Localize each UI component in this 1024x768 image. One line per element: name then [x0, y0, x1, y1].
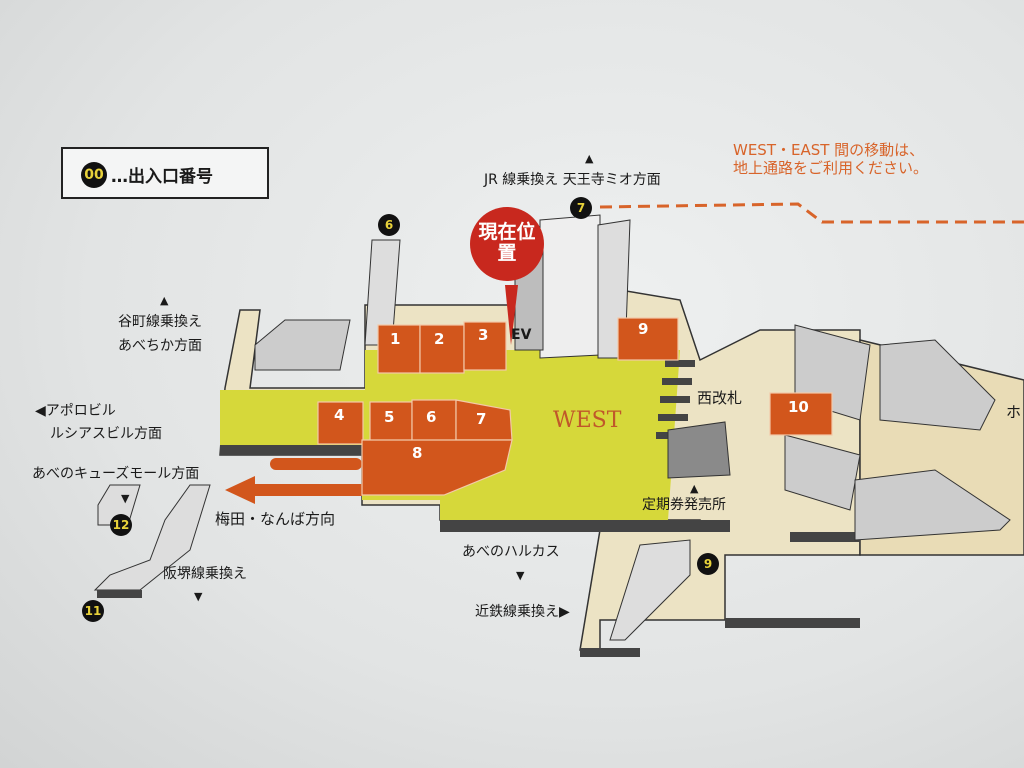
exit-badge-sample: 00 [81, 162, 107, 188]
escalator-tanimachi [254, 319, 351, 371]
legend-label: …出入口番号 [111, 167, 213, 187]
escalator-east-3 [879, 339, 996, 431]
wall [790, 532, 860, 542]
shop-10[interactable]: 10 [788, 398, 809, 416]
kintetsu-label: 近鉄線乗換え▶ [475, 604, 570, 620]
stairs-exit-11 [93, 484, 211, 591]
shop-9-block [617, 317, 679, 361]
shop-5[interactable]: 5 [384, 408, 395, 426]
down-triangle-icon: ▼ [121, 492, 130, 505]
wall [725, 618, 860, 628]
shop-1-block [377, 324, 421, 374]
shop-8[interactable]: 8 [412, 444, 423, 462]
down-triangle-icon: ▼ [194, 590, 203, 603]
wall [580, 648, 640, 657]
jr-transfer-label: JR 線乗換え 天王寺ミオ方面 [484, 172, 661, 188]
escalator-east-4 [854, 469, 1011, 541]
harukas-label: あべのハルカス [462, 544, 560, 560]
exit-11-badge[interactable]: 11 [82, 600, 104, 622]
notice-line-2: 地上通路をご利用ください。 [733, 159, 929, 177]
notice-line-1: WEST・EAST 間の移動は、 [733, 141, 925, 159]
escalator-exit-9 [609, 539, 691, 641]
shop-4-block [317, 401, 364, 445]
shop-4[interactable]: 4 [334, 406, 345, 424]
up-triangle-icon: ▲ [160, 294, 169, 307]
passage-bar [270, 458, 362, 470]
shop-9[interactable]: 9 [638, 320, 649, 338]
west-area-label: WEST [553, 408, 622, 433]
pin-tail [505, 285, 518, 345]
shop-5-block [369, 401, 413, 445]
stairs-exit-12 [97, 484, 141, 526]
down-triangle-icon: ▼ [516, 569, 525, 582]
platform-label-partial: ホ [1006, 403, 1022, 421]
exit-9-badge[interactable]: 9 [697, 553, 719, 575]
shop-3[interactable]: 3 [478, 326, 489, 344]
lucias-label: ルシアスビル方面 [50, 426, 162, 442]
shop-7[interactable]: 7 [476, 410, 487, 428]
ground-route-line [599, 202, 1024, 224]
abechika-label: あべちか方面 [118, 338, 202, 354]
shop-1[interactable]: 1 [390, 330, 401, 348]
elevator-label: EV [511, 327, 532, 343]
shop-3-block [463, 321, 507, 371]
shop-6[interactable]: 6 [426, 408, 437, 426]
umeda-namba-label: 梅田・なんば方向 [215, 510, 336, 528]
exit-12-badge[interactable]: 12 [110, 514, 132, 536]
wall [220, 445, 362, 455]
pass-office-label: 定期券発売所 [642, 497, 726, 513]
exit-7-badge[interactable]: 7 [570, 197, 592, 219]
west-gate-label: 西改札 [697, 389, 743, 407]
pass-office-building [667, 421, 731, 479]
stairs-exit-7 [539, 214, 601, 359]
umeda-arrow [225, 476, 362, 504]
hankai-label: 阪堺線乗換え [163, 566, 247, 582]
shop-2[interactable]: 2 [434, 330, 445, 348]
shop-10-block [769, 392, 833, 436]
apollo-label: ◀アポロビル [35, 403, 116, 419]
legend-box: 00 …出入口番号 [61, 147, 269, 199]
escalator-east-2 [784, 434, 861, 511]
wall [440, 520, 730, 532]
exit-6-badge[interactable]: 6 [378, 214, 400, 236]
up-triangle-icon: ▲ [585, 152, 594, 165]
tanimachi-label: 谷町線乗換え [118, 314, 202, 330]
shop-8-block [361, 439, 513, 496]
current-location-pin: 現在位置 [470, 207, 544, 281]
up-triangle-icon: ▲ [690, 482, 699, 495]
qs-mall-label: あべのキューズモール方面 [32, 466, 200, 482]
